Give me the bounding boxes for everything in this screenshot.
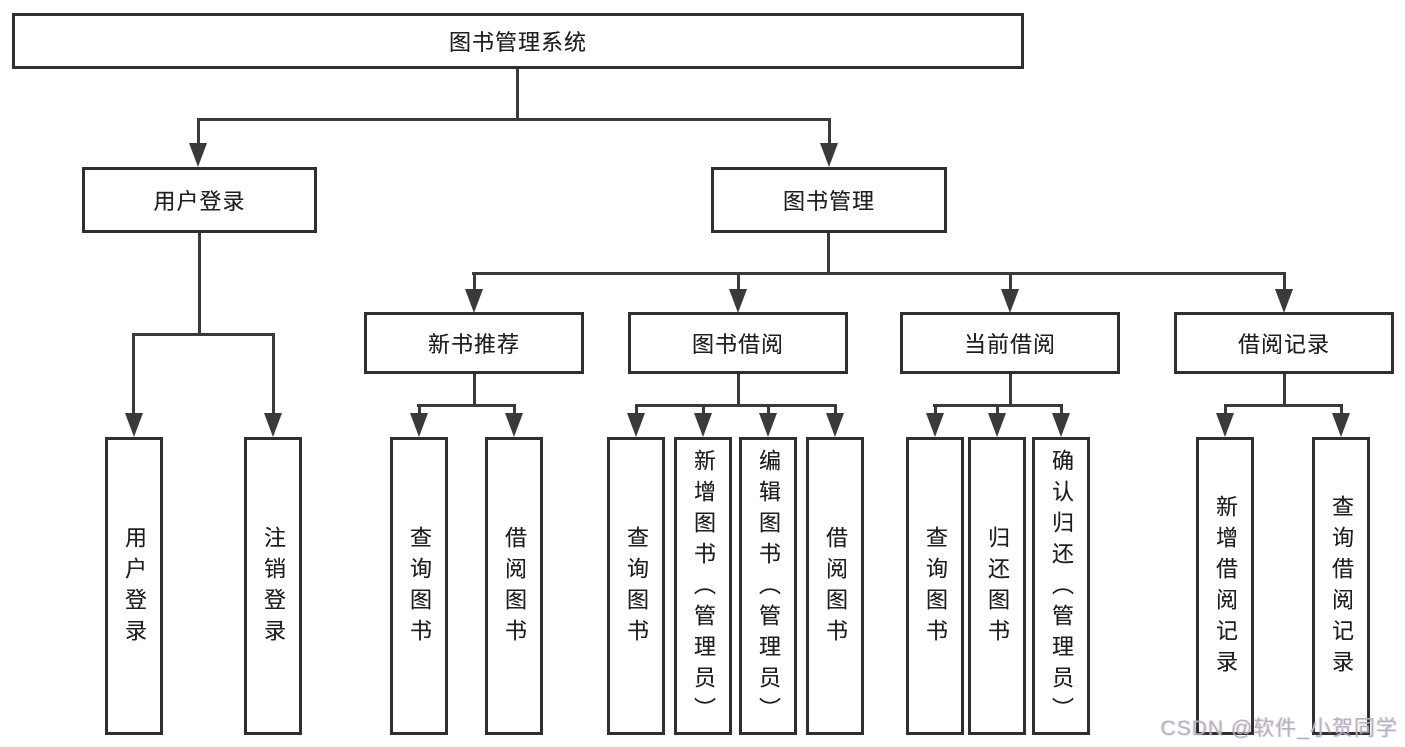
node-borrowing-records: 借阅记录 (1174, 312, 1394, 374)
node-current-borrowing: 当前借阅 (900, 312, 1120, 374)
arrowhead-icon (410, 413, 428, 437)
line-segment (996, 405, 999, 415)
line-segment (1224, 404, 1343, 407)
node-new-book-recommend: 新书推荐 (364, 312, 584, 374)
arrowhead-icon (694, 413, 712, 437)
arrowhead-icon (759, 413, 777, 437)
arrowhead-icon (1332, 413, 1350, 437)
arrowhead-icon (125, 413, 143, 437)
line-segment (1009, 374, 1012, 406)
line-segment (827, 233, 830, 275)
arrowhead-icon (505, 413, 523, 437)
leaf-edit-book-admin: 编辑图书（管理员） (739, 437, 797, 735)
arrowhead-icon (627, 413, 645, 437)
arrowhead-icon (1052, 413, 1070, 437)
arrowhead-icon (264, 413, 282, 437)
leaf-query-borrow-record: 查询借阅记录 (1312, 437, 1370, 735)
line-segment (132, 335, 135, 415)
leaf-return-book: 归还图书 (968, 437, 1026, 735)
leaf-borrow-books-recommend: 借阅图书 (485, 437, 543, 735)
arrowhead-icon (1275, 289, 1293, 313)
line-segment (828, 120, 831, 145)
line-segment (1060, 405, 1063, 415)
line-segment (1283, 274, 1286, 291)
line-segment (635, 404, 837, 407)
node-book-borrowing: 图书借阅 (628, 312, 848, 374)
arrowhead-icon (729, 289, 747, 313)
line-segment (1283, 374, 1286, 406)
line-segment (418, 405, 421, 415)
leaf-logout: 注销登录 (244, 437, 302, 735)
arrowhead-icon (988, 413, 1006, 437)
leaf-user-login: 用户登录 (105, 437, 163, 735)
line-segment (516, 69, 519, 121)
leaf-borrow-books: 借阅图书 (806, 437, 864, 735)
line-segment (198, 233, 201, 336)
arrowhead-icon (465, 289, 483, 313)
line-segment (1009, 274, 1012, 291)
line-segment (1224, 405, 1227, 415)
leaf-add-borrow-record: 新增借阅记录 (1196, 437, 1254, 735)
leaf-query-books-recommend: 查询图书 (390, 437, 448, 735)
line-segment (473, 374, 476, 406)
line-segment (272, 335, 275, 415)
line-segment (472, 272, 1286, 275)
node-root: 图书管理系统 (12, 13, 1024, 69)
arrowhead-icon (1216, 413, 1234, 437)
arrowhead-icon (1001, 289, 1019, 313)
leaf-confirm-return-admin: 确认归还（管理员） (1032, 437, 1090, 735)
line-segment (197, 120, 200, 145)
csdn-watermark: CSDN @软件_小贺同学 (1160, 717, 1398, 740)
line-segment (132, 333, 275, 336)
leaf-query-books-current: 查询图书 (906, 437, 964, 735)
line-segment (934, 405, 937, 415)
arrowhead-icon (820, 143, 838, 167)
line-segment (473, 274, 476, 291)
line-segment (834, 405, 837, 415)
leaf-query-books-borrowing: 查询图书 (607, 437, 665, 735)
line-segment (417, 404, 516, 407)
arrowhead-icon (926, 413, 944, 437)
leaf-add-book-admin: 新增图书（管理员） (674, 437, 732, 735)
line-segment (767, 405, 770, 415)
line-segment (702, 405, 705, 415)
line-segment (737, 374, 740, 406)
arrowhead-icon (826, 413, 844, 437)
node-book-management: 图书管理 (711, 167, 947, 233)
line-segment (635, 405, 638, 415)
node-user-login: 用户登录 (82, 167, 317, 233)
arrowhead-icon (189, 143, 207, 167)
line-segment (737, 274, 740, 291)
line-segment (197, 118, 831, 121)
line-segment (1340, 405, 1343, 415)
line-segment (513, 405, 516, 415)
